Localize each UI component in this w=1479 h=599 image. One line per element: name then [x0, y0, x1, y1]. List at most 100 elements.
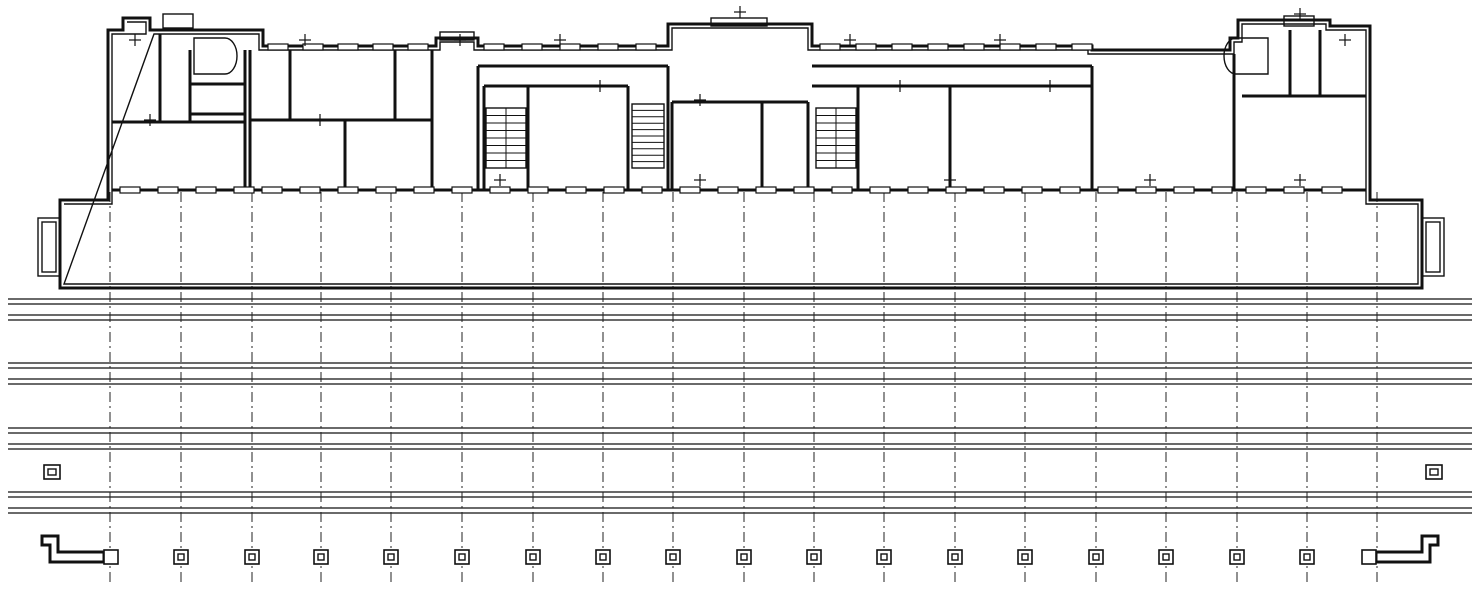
- window: [755, 186, 777, 194]
- window: [641, 186, 663, 194]
- pier-core: [669, 553, 677, 561]
- pier: [1299, 549, 1315, 565]
- pier: [806, 549, 822, 565]
- window: [157, 186, 179, 194]
- window: [717, 186, 739, 194]
- window: [635, 43, 657, 51]
- platform-piers: [173, 549, 1315, 565]
- pier: [947, 549, 963, 565]
- pier-core: [880, 553, 888, 561]
- pier: [454, 549, 470, 565]
- window: [945, 186, 967, 194]
- pier-core: [1233, 553, 1241, 561]
- pier: [595, 549, 611, 565]
- building-inner-wall-line: [63, 21, 1419, 285]
- pier: [383, 549, 399, 565]
- window: [195, 186, 217, 194]
- windows: [119, 43, 1343, 194]
- pier: [736, 549, 752, 565]
- window: [119, 186, 141, 194]
- window: [521, 43, 543, 51]
- window: [337, 186, 359, 194]
- window: [1173, 186, 1195, 194]
- pier: [244, 549, 260, 565]
- pier-core: [387, 553, 395, 561]
- pier-core: [1162, 553, 1170, 561]
- pier-core: [248, 553, 256, 561]
- pier-core: [810, 553, 818, 561]
- window: [869, 186, 891, 194]
- pier-core: [317, 553, 325, 561]
- window: [927, 43, 949, 51]
- window: [302, 43, 324, 51]
- building-outer-wall: [58, 16, 1424, 290]
- pier-core: [599, 553, 607, 561]
- pier: [1229, 549, 1245, 565]
- pier-core: [951, 553, 959, 561]
- pier: [665, 549, 681, 565]
- window: [1283, 186, 1305, 194]
- window: [565, 186, 587, 194]
- window: [527, 186, 549, 194]
- window: [1097, 186, 1119, 194]
- window: [963, 43, 985, 51]
- track-2: [8, 362, 1472, 385]
- window: [597, 43, 619, 51]
- window: [907, 186, 929, 194]
- window: [483, 43, 505, 51]
- pier-core: [458, 553, 466, 561]
- track-3: [8, 427, 1472, 450]
- window: [261, 186, 283, 194]
- window: [407, 43, 429, 51]
- window: [1035, 43, 1057, 51]
- station-building: [37, 6, 1445, 290]
- window: [1071, 43, 1093, 51]
- corridor-wall: [476, 64, 1094, 190]
- window: [1321, 186, 1343, 194]
- window: [372, 43, 394, 51]
- pier: [876, 549, 892, 565]
- window: [1245, 186, 1267, 194]
- pier-core: [529, 553, 537, 561]
- railway-tracks: [8, 298, 1472, 514]
- pier: [173, 549, 189, 565]
- column-axes: [109, 192, 1378, 582]
- pier-core: [1092, 553, 1100, 561]
- stairs: [193, 37, 1269, 169]
- pier-core: [740, 553, 748, 561]
- door-marks: [129, 6, 1351, 186]
- window: [413, 186, 435, 194]
- window: [233, 186, 255, 194]
- window: [679, 186, 701, 194]
- window: [267, 43, 289, 51]
- pier: [1017, 549, 1033, 565]
- window: [299, 186, 321, 194]
- window: [983, 186, 1005, 194]
- pier: [1158, 549, 1174, 565]
- window: [375, 186, 397, 194]
- pier-core: [1303, 553, 1311, 561]
- window: [1059, 186, 1081, 194]
- pier: [1088, 549, 1104, 565]
- top-porches: [162, 13, 1315, 41]
- window: [489, 186, 511, 194]
- side-entrances: [37, 217, 1445, 277]
- window: [559, 43, 581, 51]
- pier-core: [177, 553, 185, 561]
- window: [1211, 186, 1233, 194]
- window: [819, 43, 841, 51]
- window: [1135, 186, 1157, 194]
- pier: [313, 549, 329, 565]
- pier-core: [1021, 553, 1029, 561]
- window: [891, 43, 913, 51]
- track-4: [8, 491, 1472, 514]
- window: [451, 186, 473, 194]
- canopy-end-walls: [40, 464, 1443, 565]
- track-1: [8, 298, 1472, 321]
- window: [999, 43, 1021, 51]
- window: [793, 186, 815, 194]
- window: [603, 186, 625, 194]
- pier: [525, 549, 541, 565]
- window: [831, 186, 853, 194]
